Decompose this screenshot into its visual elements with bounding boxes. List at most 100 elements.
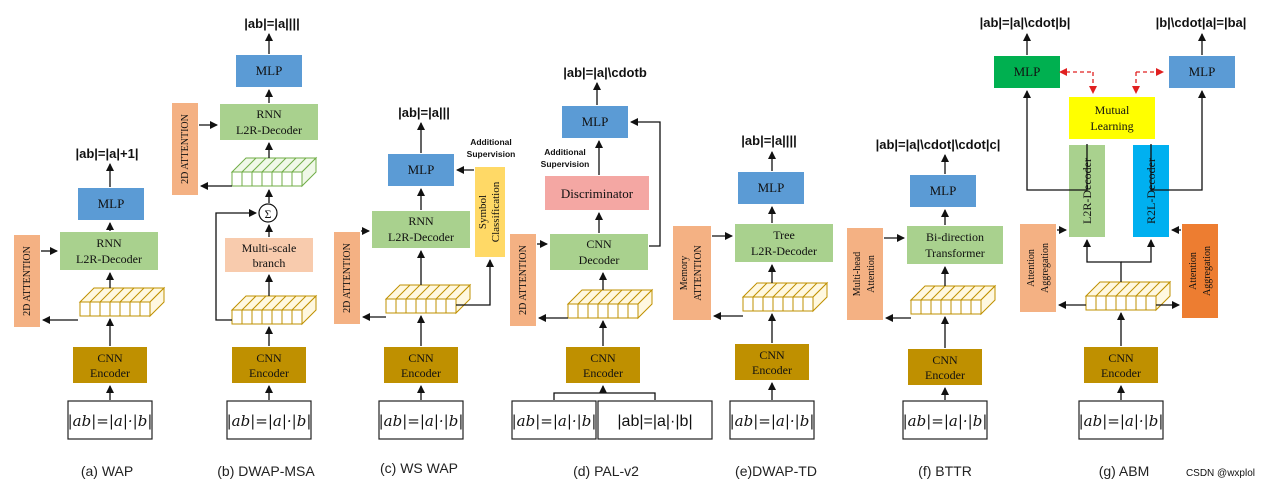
palv2-output: |ab|=|a|\cdotb [563,65,647,80]
abm-mutual-l2: Learning [1090,119,1133,133]
wswap-symbol-l1: Symbol [477,195,489,229]
palv2-discriminator-box [545,176,649,210]
wswap-decoder-l2r: L2R-Decoder [388,230,454,244]
abm-mutual-box [1069,97,1155,139]
dwapmsa-cnn-l2: Encoder [249,366,289,380]
palv2-feature-map [567,289,653,319]
dwaptd-mlp-label: MLP [758,180,785,195]
wswap-symbol-l2: Classification [490,181,502,242]
bttr-input-image [902,400,988,440]
panel-pal-v2: |ab|=|a|\cdotb MLP Additional Supervisio… [510,65,713,479]
abm-mlp-left-label: MLP [1014,64,1041,79]
abm-input-text: |ab|=|a|·|b| [1079,412,1164,430]
palv2-caption: (d) PAL-v2 [573,463,639,479]
abm-agg-right-l2: Aggregation [1202,246,1213,296]
dwapmsa-multiscale-l2: branch [253,256,286,270]
wswap-cnn-box [384,347,458,383]
abm-agg-right-box [1182,224,1218,318]
dwaptd-cnn-l1: CNN [759,348,785,362]
dwapmsa-input-text: |ab|=|a|·|b| [227,412,312,430]
palv2-input-handwritten-text: |ab|=|a|·|b| [512,412,597,430]
dwaptd-cnn-box [735,344,809,380]
wap-decoder-rnn: RNN [96,236,122,250]
palv2-attention-label: 2D ATTENTION [518,245,529,315]
palv2-mlp-label: MLP [582,114,609,129]
dwapmsa-output: |ab|=|a|||| [244,16,299,31]
wap-mlp-box [78,188,144,220]
wap-attention-box [14,235,40,327]
panel-dwap-msa: |ab|=|a|||| MLP RNN L2R-Decoder 2D ATTEN… [172,16,318,479]
bttr-caption: (f) BTTR [918,463,972,479]
wswap-output: |ab|=|a||| [398,105,450,120]
wswap-decoder-box [372,211,470,248]
bttr-decoder-l2: Transformer [925,246,985,260]
wap-feature-map [79,287,165,317]
wswap-attention-box [334,232,360,324]
abm-cnn-l1: CNN [1108,351,1134,365]
wap-input-image [67,400,153,440]
dwapmsa-sum-node [258,203,278,223]
dwaptd-cnn-l2: Encoder [752,363,792,377]
wswap-cnn-l2: Encoder [401,366,441,380]
abm-cnn-l2: Encoder [1101,366,1141,380]
dwaptd-caption: (e)DWAP-TD [735,463,817,479]
abm-mlp-right-label: MLP [1189,64,1216,79]
palv2-decoder-l1: CNN [586,237,612,251]
dwapmsa-input-image [226,400,312,440]
dwapmsa-multiscale-l1: Multi-scale [242,241,297,255]
wap-decoder-box [60,232,158,270]
abm-agg-right-l1: Attention [1188,252,1199,290]
bttr-output: |ab|=|a|\cdot|\cdot|c| [876,137,1001,152]
palv2-cnn-l1: CNN [590,351,616,365]
palv2-input-printed-text: |ab|=|a|·|b| [617,413,692,430]
dwaptd-decoder-l2r: L2R-Decoder [751,244,817,258]
bttr-feature-map [910,285,996,315]
abm-cnn-box [1084,347,1158,383]
dwapmsa-feature-map [231,295,317,325]
palv2-discriminator-label: Discriminator [561,186,634,201]
bttr-cnn-box [908,349,982,385]
abm-caption: (g) ABM [1099,463,1150,479]
dwapmsa-attention-label: 2D ATTENTION [180,114,191,184]
dwapmsa-decoder-rnn: RNN [256,107,282,121]
abm-mutual-l1: Mutual [1095,103,1130,117]
bttr-mlp-label: MLP [930,183,957,198]
palv2-decoder-box [550,234,648,270]
dwaptd-feature-map [742,282,828,312]
wswap-cnn-l1: CNN [408,351,434,365]
wswap-attention-label: 2D ATTENTION [342,243,353,313]
wap-output: |ab|=|a|+1| [75,146,138,161]
abm-r2l-label: R2L-Decoder [1144,158,1158,224]
dwaptd-input-image [729,400,815,440]
palv2-input-printed [597,400,713,440]
wswap-input-text: |ab|=|a|·|b| [379,412,464,430]
bttr-input-text: |ab|=|a|·|b| [903,412,988,430]
wap-mlp-label: MLP [98,196,125,211]
palv2-decoder-l2: Decoder [579,253,620,267]
abm-mlp-right-box [1169,56,1235,88]
dwaptd-decoder-tree: Tree [773,228,795,242]
abm-l2r-label: L2R-Decoder [1080,158,1094,224]
wswap-supervision: Supervision [467,149,516,159]
dwaptd-memory-label: Memory [679,256,690,290]
dwapmsa-fused-feature-map [231,157,317,187]
dwapmsa-multiscale-box [225,238,313,272]
dwaptd-input-text: |ab|=|a|·|b| [730,412,815,430]
wswap-mlp-box [388,154,454,186]
bttr-decoder-box [907,226,1003,264]
bttr-cnn-l2: Encoder [925,368,965,382]
abm-agg-left-box [1020,224,1056,312]
wap-input-text: |ab|=|a|·|b| [68,412,153,430]
abm-input-image [1078,400,1164,440]
dwapmsa-mlp-box [236,55,302,87]
bttr-multihead-label: Multi-head [852,252,863,296]
dwapmsa-attention-box [172,103,198,195]
dwapmsa-cnn-box [232,347,306,383]
palv2-supervision: Supervision [541,159,590,169]
panel-abm: |ab|=|a|\cdot|b| |b|\cdot|a|=|ba| MLP ML… [980,15,1247,479]
wswap-symbol-box [475,167,505,257]
wswap-additional: Additional [470,137,512,147]
watermark: CSDN @wxplol [1186,468,1255,479]
abm-agg-left-l1: Attention [1026,249,1037,287]
abm-agg-left-l2: Aggregation [1040,243,1051,293]
